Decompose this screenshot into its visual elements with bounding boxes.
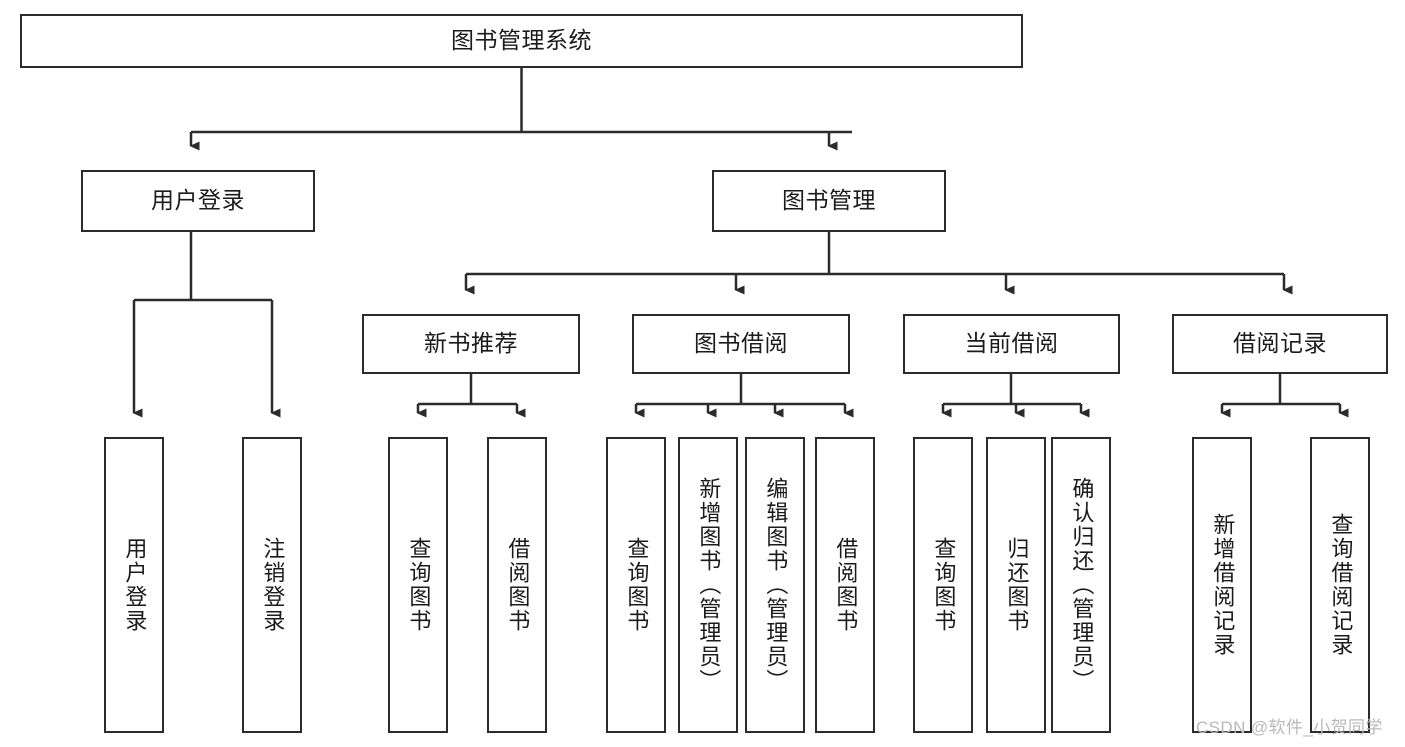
node-leaf-borrow-book-1-label: 借阅图书 [505,537,531,633]
node-user-login-label: 用户登录 [151,187,245,214]
node-leaf-borrow-book-2[interactable]: 借阅图书 [815,437,875,733]
node-leaf-query-book-2-label: 查询图书 [624,537,650,633]
node-borrow-record-label: 借阅记录 [1233,330,1327,357]
node-leaf-borrow-book-1[interactable]: 借阅图书 [487,437,547,733]
node-leaf-query-borrow-record[interactable]: 查询借阅记录 [1310,437,1370,733]
node-current-borrow[interactable]: 当前借阅 [903,314,1120,374]
node-new-book-recommend[interactable]: 新书推荐 [362,314,580,374]
node-user-login[interactable]: 用户登录 [81,170,315,232]
node-leaf-user-login[interactable]: 用户登录 [104,437,164,733]
node-root-system[interactable]: 图书管理系统 [20,14,1023,68]
node-leaf-query-borrow-record-label: 查询借阅记录 [1328,513,1354,657]
node-current-borrow-label: 当前借阅 [964,330,1059,357]
node-leaf-edit-book-admin-label: 编辑图书（管理员） [763,477,789,693]
node-borrow-record[interactable]: 借阅记录 [1172,314,1388,374]
node-leaf-query-book-1-label: 查询图书 [406,537,432,633]
node-book-borrow-label: 图书借阅 [694,330,788,357]
node-leaf-query-book-3[interactable]: 查询图书 [913,437,973,733]
node-leaf-add-borrow-record-label: 新增借阅记录 [1210,513,1236,657]
node-new-book-recommend-label: 新书推荐 [424,330,518,357]
csdn-watermark: CSDN @软件_小贺同学 [1196,718,1383,737]
node-leaf-return-book-label: 归还图书 [1004,537,1030,633]
node-leaf-edit-book-admin[interactable]: 编辑图书（管理员） [745,437,805,733]
node-leaf-confirm-return-admin[interactable]: 确认归还（管理员） [1051,437,1111,733]
node-leaf-user-login-label: 用户登录 [122,537,148,633]
node-leaf-borrow-book-2-label: 借阅图书 [833,537,859,633]
node-book-borrow[interactable]: 图书借阅 [632,314,850,374]
node-leaf-query-book-1[interactable]: 查询图书 [388,437,448,733]
node-leaf-add-book-admin-label: 新增图书（管理员） [696,477,722,693]
node-leaf-return-book[interactable]: 归还图书 [986,437,1046,733]
node-leaf-confirm-return-admin-label: 确认归还（管理员） [1069,477,1095,693]
node-leaf-query-book-3-label: 查询图书 [931,537,957,633]
node-leaf-add-borrow-record[interactable]: 新增借阅记录 [1192,437,1252,733]
node-leaf-query-book-2[interactable]: 查询图书 [606,437,666,733]
node-root-system-label: 图书管理系统 [451,27,592,54]
node-leaf-logout-login[interactable]: 注销登录 [242,437,302,733]
node-leaf-logout-login-label: 注销登录 [260,537,286,633]
node-book-management[interactable]: 图书管理 [712,170,946,232]
node-book-management-label: 图书管理 [782,187,876,214]
node-leaf-add-book-admin[interactable]: 新增图书（管理员） [678,437,738,733]
